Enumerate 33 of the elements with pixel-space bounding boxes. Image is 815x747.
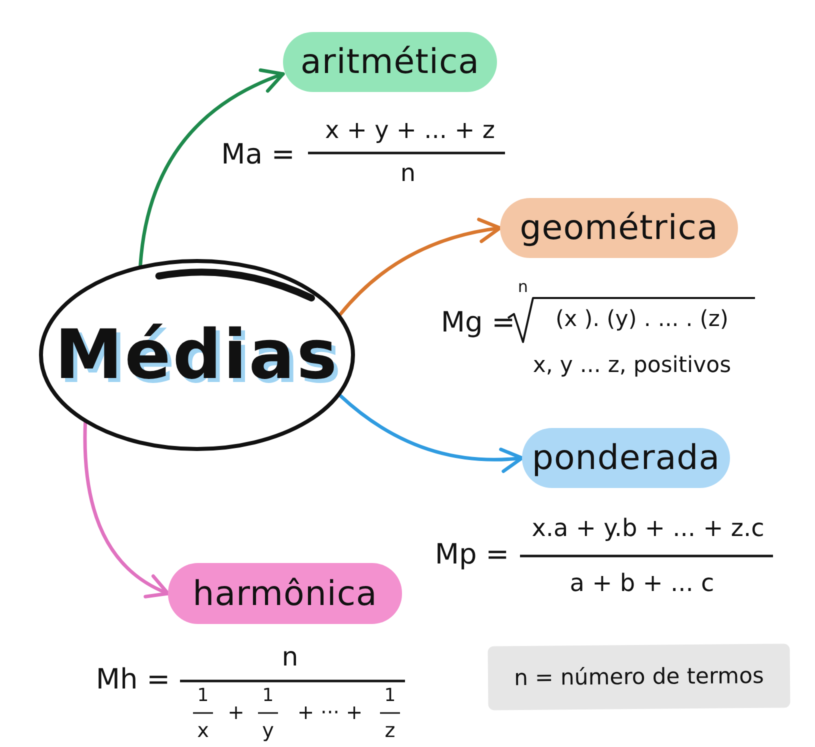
arrow [138,69,285,268]
node-title: harmônica [192,574,378,614]
formula-text: Ma = [221,140,295,170]
formula-text: n [518,278,528,296]
formula-text: x + y + ... + z [325,116,495,144]
formula-text: a + b + ... c [570,570,714,596]
formula-text: x, y ... z, positivos [532,354,732,378]
formula-text: + [228,701,244,723]
formula-text: + ··· + [297,701,363,723]
category-pill [283,32,497,92]
note-band [488,644,790,710]
formula-text: y [262,719,274,741]
formula-text: 1 [262,686,274,706]
node-title: ponderada [532,438,720,478]
formula-text: 1 [384,686,396,706]
formula-text: (x ). (y) . ... . (z) [556,308,728,332]
formula-text: n [282,644,298,672]
node-title: Médias [54,316,340,394]
node-title: n = número de termos [514,663,764,691]
formula-text: Mg = [440,308,516,338]
arrow [83,421,170,598]
formula-text: x.a + y.b + ... + z.c [532,514,764,542]
ellipse-node [38,258,356,452]
arrow [338,218,502,316]
formula-text: x [197,719,209,741]
node-title: aritmética [300,42,480,82]
formula-text: n [400,160,416,186]
arrow [338,394,524,472]
formula-text: 1 [197,686,209,706]
node-title: geométrica [520,208,718,248]
formula-text: Mp = [434,540,510,570]
formula-text: Mh = [96,664,170,696]
formula-text: z [384,719,396,741]
